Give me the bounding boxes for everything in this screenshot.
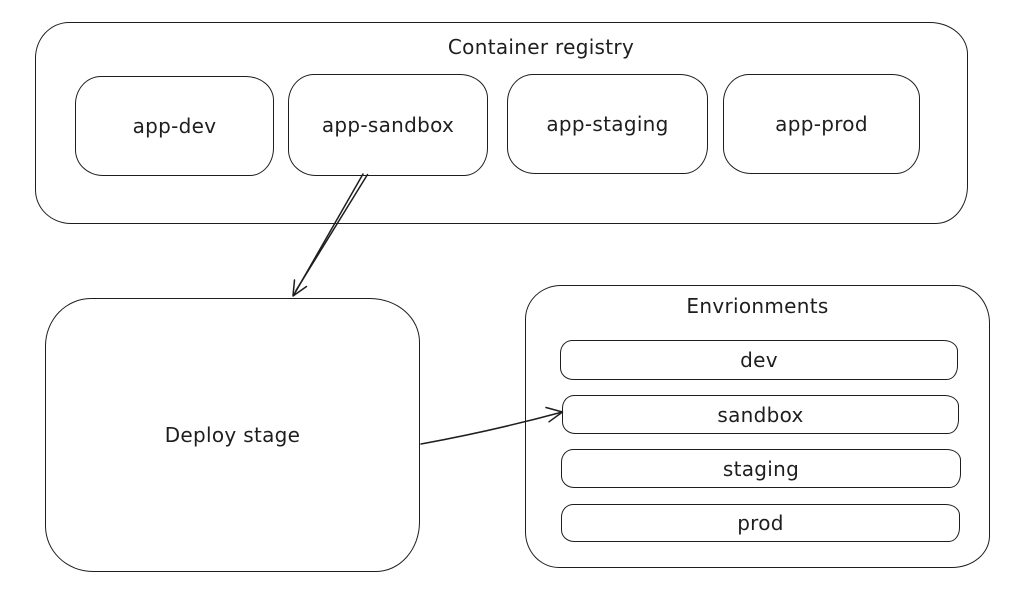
environment-item-label: dev — [740, 348, 778, 372]
environments-title: Envrionments — [686, 294, 829, 318]
environment-item-dev: dev — [560, 340, 958, 380]
deploy-stage-label: Deploy stage — [164, 423, 301, 447]
environments-group: Envrionments dev sandbox staging prod — [525, 285, 990, 568]
registry-item-label: app-staging — [546, 112, 669, 136]
environment-item-label: prod — [737, 511, 784, 535]
environment-item-prod: prod — [561, 504, 960, 542]
container-registry-group: Container registry app-dev app-sandbox a… — [35, 22, 968, 224]
registry-item-label: app-dev — [132, 114, 217, 138]
deploy-stage-node: Deploy stage — [45, 298, 420, 572]
environment-item-staging: staging — [561, 449, 961, 488]
container-registry-title: Container registry — [447, 35, 635, 59]
registry-item-app-prod: app-prod — [723, 74, 920, 174]
registry-item-label: app-sandbox — [321, 113, 455, 137]
registry-item-app-sandbox: app-sandbox — [288, 74, 488, 176]
environment-item-label: staging — [722, 456, 800, 481]
registry-item-app-staging: app-staging — [507, 74, 708, 174]
environment-item-label: sandbox — [717, 402, 804, 427]
registry-item-app-dev: app-dev — [75, 76, 274, 176]
registry-item-label: app-prod — [775, 112, 868, 136]
environment-item-sandbox: sandbox — [562, 395, 959, 434]
